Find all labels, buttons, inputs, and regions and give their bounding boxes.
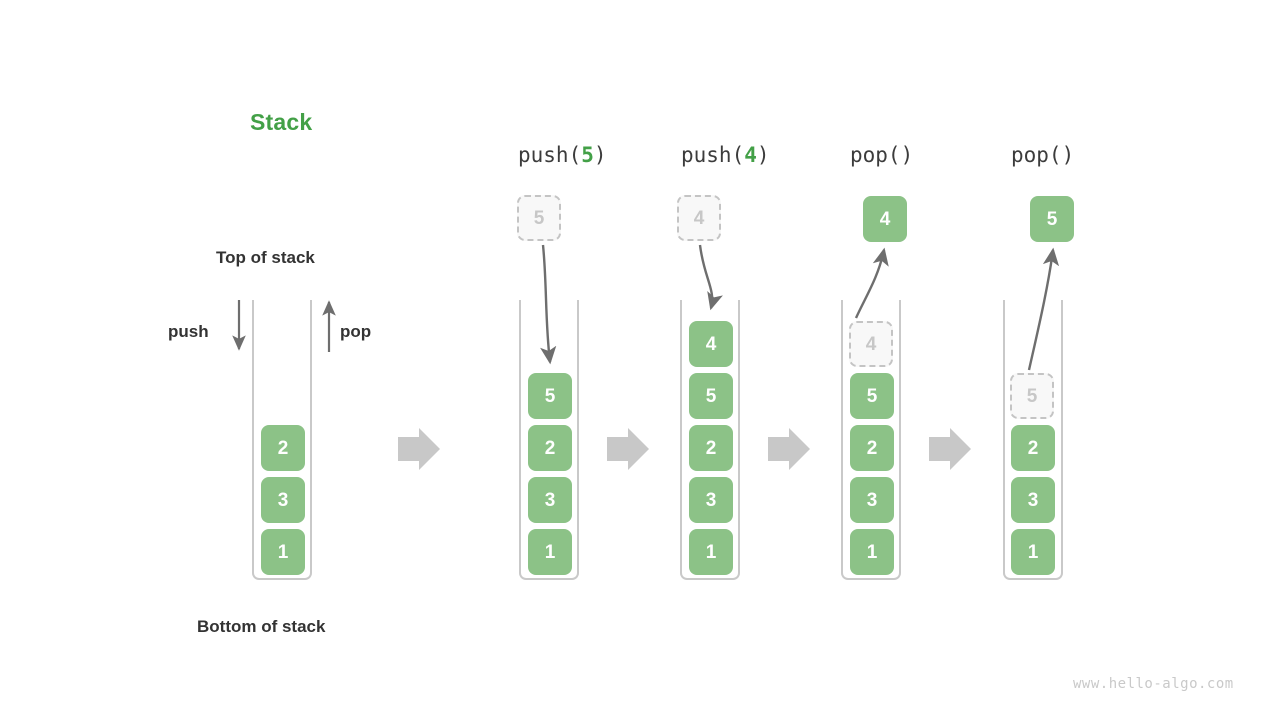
column-header-push-5: push(5) [518,143,607,167]
popped-value-4: 4 [863,196,907,242]
initial-stack-item-1: 3 [261,477,305,523]
column-header-pop-1: pop() [850,143,913,167]
after-push-5-item-1: 2 [528,425,572,471]
after-pop-2-item-0: 2 [1011,425,1055,471]
initial-stack-item-2: 1 [261,529,305,575]
after-pop-1-item-0: 5 [850,373,894,419]
bottom-of-stack-label: Bottom of stack [197,617,326,636]
after-pop-1-stack-container [841,300,901,580]
push-5-arg: 5 [581,143,594,167]
after-pop-1-item-1: 2 [850,425,894,471]
after-pop-2-stack-container [1003,300,1063,580]
page-title: Stack [250,109,313,135]
watermark: www.hello-algo.com [1073,676,1234,692]
flow-arrow-3 [768,428,810,470]
after-push-4-item-1: 5 [689,373,733,419]
after-pop-2-item-1: 3 [1011,477,1055,523]
flow-arrow-1 [398,428,440,470]
popped-value-5: 5 [1030,196,1074,242]
top-of-stack-label: Top of stack [216,248,315,267]
push-4-motion-arrow [698,244,723,311]
after-push-4-stack-container [680,300,740,580]
push-4-fn: push( [681,143,745,167]
after-push-4-item-4: 1 [689,529,733,575]
push-4-close: ) [756,143,770,167]
incoming-ghost-5: 5 [517,195,561,241]
push-5-fn: push( [518,143,582,167]
incoming-ghost-4: 4 [677,195,721,241]
after-pop-1-ghost-top: 4 [849,321,893,367]
after-push-5-item-0: 5 [528,373,572,419]
after-push-5-item-3: 1 [528,529,572,575]
after-push-5-stack-container [519,300,579,580]
after-push-4-item-0: 4 [689,321,733,367]
after-pop-1-item-3: 1 [850,529,894,575]
flow-arrow-4 [929,428,971,470]
column-header-pop-2: pop() [1011,143,1074,167]
pop-label: pop [340,322,372,341]
after-push-4-item-3: 3 [689,477,733,523]
after-pop-2-item-2: 1 [1011,529,1055,575]
flow-arrow-2 [607,428,649,470]
pop-1-fn: pop() [850,143,914,167]
after-pop-1-item-2: 3 [850,477,894,523]
initial-stack-container [252,300,312,580]
push-4-arg: 4 [744,143,757,167]
initial-stack-item-0: 2 [261,425,305,471]
push-5-close: ) [593,143,607,167]
after-push-5-item-2: 3 [528,477,572,523]
after-push-4-item-2: 2 [689,425,733,471]
after-pop-2-ghost-top: 5 [1010,373,1054,419]
column-header-push-4: push(4) [681,143,770,167]
push-label: push [168,322,209,341]
pop-2-fn: pop() [1011,143,1075,167]
